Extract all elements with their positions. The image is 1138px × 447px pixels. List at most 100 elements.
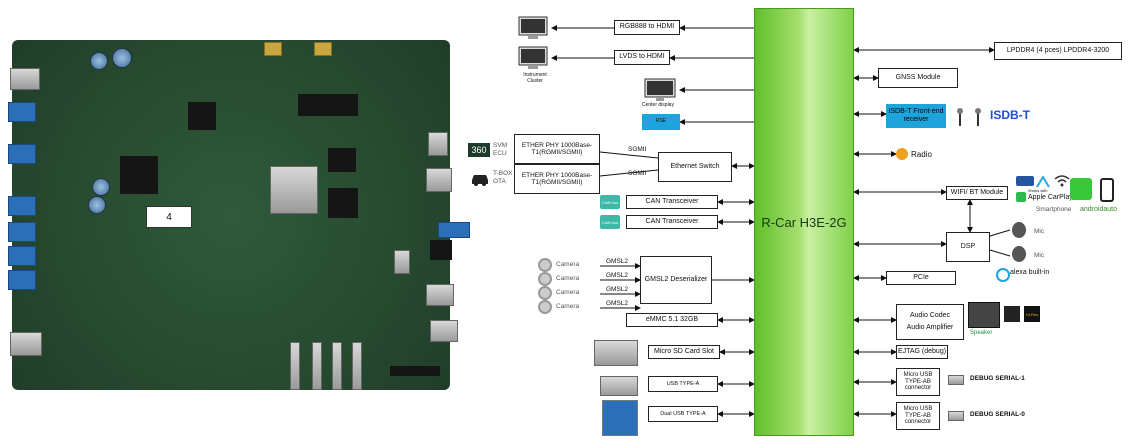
svm-sub: ECU [493,150,507,157]
can-bus-icon: CAN bus [600,195,620,209]
gold-connector [264,42,282,56]
header-connector [390,366,440,376]
sd-slot-block: Micro SD Card Slot [648,345,720,359]
connector [430,240,452,260]
isdbt-logo: ISDB-T [990,108,1030,122]
chip [120,156,158,194]
mic-icon [1012,246,1026,262]
radio-label: Radio [911,150,932,159]
coax-connector [332,342,342,390]
capacitor [88,196,106,214]
tbox-label: T-BOX [493,170,513,177]
soc-name: R-Car H3E-2G [761,214,847,230]
smartphone-label: Smartphone [1036,206,1072,213]
radio-icon [896,148,908,160]
audio-codec-label: Audio Codec [909,311,951,319]
usb-port [430,320,458,342]
audio-amp-label: Audio Amplifier [906,324,954,331]
micro-usb-1-block: Micro USB TYPE-AB connector [896,368,940,396]
gmsl2-label: GMSL2 [606,300,629,307]
camera-icon [538,300,552,314]
tbox-sub: OTA [493,178,506,185]
mic-label: Mic [1034,252,1045,259]
dsp-block: DSP [946,232,990,262]
metal-connector [10,68,40,90]
usb-a-icon [600,376,638,396]
lvds-hdmi-block: LVDS to HDMI [614,50,670,65]
rse-block: RSE [642,114,680,130]
rgb-hdmi-block: RGB888 to HDMI [614,20,680,35]
camera-label: Camera [556,289,580,296]
dual-usb-a-icon [602,400,638,436]
mic-label: Mic [1034,228,1045,235]
lpddr4-block: LPDDR4 (4 pces) LPDDR4-3200 [994,42,1122,60]
svm-label: SVM [493,142,508,149]
capacitor [112,48,132,68]
monitor-icon [518,16,548,39]
board-sticker: 4 [146,206,192,228]
capacitor [90,52,108,70]
arrow-logo-icon [1036,176,1050,188]
chip [328,188,358,218]
coax-connector [352,342,362,390]
debug-serial-1-label: DEBUG SERIAL-1 [970,375,1025,382]
antenna-icon [957,108,981,126]
car-icon [472,175,488,186]
androidauto-label: androidauto [1080,206,1117,213]
chip [328,148,356,172]
camera-icon [538,286,552,300]
isdbt-frontend-block: ISDB-T Front-end receiver [886,104,946,128]
sd-card-icon [594,340,638,366]
wifi-icon [1054,175,1070,187]
sgmii-label-2: SGMII [628,170,647,177]
fakra-connector [8,270,36,290]
camera-label: Camera [556,261,580,268]
svm-badge-icon: 360 [468,143,490,157]
metal-connector [10,332,42,356]
capacitor [92,178,110,196]
can-transceiver-1-block: CAN Transceiver [626,195,718,209]
module [394,250,410,274]
audio-block: Audio Codec Audio Amplifier [896,304,964,340]
speaker-icon [968,302,1000,328]
mic-icon [1012,222,1026,238]
gmsl2-deserializer-block: GMSL2 Deserializer [640,256,712,304]
hires-badge: Hi-Res [1024,306,1040,322]
dual-usb-a-block: Dual USB TYPE-A [648,406,718,422]
micro-usb-icon [948,411,964,421]
soc-chip [270,166,318,214]
gmsl2-label: GMSL2 [606,272,629,279]
micro-usb-icon [948,375,964,385]
fakra-connector [8,246,36,266]
coax-connector [312,342,322,390]
works-with-label: Works with [1028,188,1048,193]
gold-connector [314,42,332,56]
pcie-block: PCIe [886,271,956,285]
usb-port [426,168,452,192]
ether-phy-1-block: ETHER PHY 1000Base-T1(RGMII/SGMII) [514,134,600,164]
carplay-icon [1016,192,1026,202]
gmsl2-label: GMSL2 [606,258,629,265]
bluetooth-icon [1016,176,1034,186]
chip [298,94,358,116]
camera-icon [538,272,552,286]
camera-label: Camera [556,275,580,282]
coax-connector [290,342,300,390]
usb3-port [438,222,470,238]
center-display-label: Center display [642,102,674,108]
chip [188,102,216,130]
android-auto-icon [1070,178,1092,200]
hires-audio-icon [1004,306,1020,322]
fakra-connector [8,144,36,164]
smartphone-icon [1100,178,1114,202]
gnss-block: GNSS Module [878,68,958,88]
camera-label: Camera [556,303,580,310]
sgmii-label-1: SGMII [628,146,647,153]
can-bus-icon: CAN bus [600,215,620,229]
instrument-cluster-label: Instrument Cluster [523,72,547,84]
micro-usb-2-block: Micro USB TYPE-AB connector [896,402,940,430]
alexa-icon [996,268,1010,282]
ejtag-block: EJTAG (debug) [896,345,948,359]
soc-block: R-Car H3E-2G [754,8,854,436]
sd-slot [428,132,448,156]
